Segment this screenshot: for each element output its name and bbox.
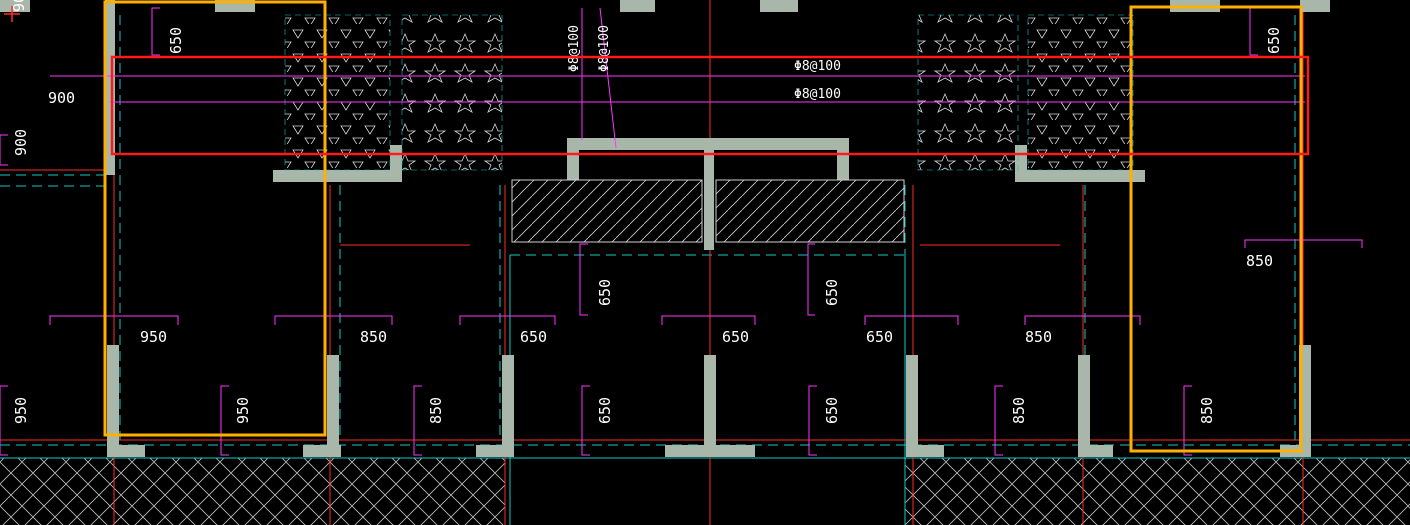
highlight-overlays[interactable] (103, 0, 1310, 453)
dimension-brackets (0, 7, 1363, 456)
dim-900-horizontal: 900 (48, 89, 75, 107)
dim-mid-850: 850 (360, 328, 387, 346)
dim-mid-650-b: 650 (722, 328, 749, 346)
dim-mid-v-650-b: 650 (823, 279, 841, 306)
rebar-label-horizontal-2: Φ8@100 (794, 87, 841, 102)
dim-top-left-90: 90 (10, 0, 28, 12)
dim-900-vertical: 900 (12, 129, 30, 156)
dim-right-850: 850 (1246, 252, 1273, 270)
dimension-labels: 90 900 900 650 650 950 850 650 650 650 8… (10, 0, 1283, 424)
dim-bottom-650-a: 650 (596, 397, 614, 424)
crosshair-icon (4, 6, 20, 22)
dim-bottom-950-a: 950 (12, 397, 30, 424)
rebar-label-horizontal-1: Φ8@100 (794, 59, 841, 74)
dim-mid-650-c: 650 (866, 328, 893, 346)
dim-650-top-left: 650 (167, 27, 185, 54)
dim-mid-v-650-a: 650 (596, 279, 614, 306)
stair-hatch (511, 179, 905, 243)
highlight-band-red (110, 55, 1310, 156)
highlight-box-left (103, 0, 327, 437)
pattern-blocks (284, 14, 1134, 171)
dim-bottom-950-b: 950 (234, 397, 252, 424)
rebar-lines (50, 7, 1305, 149)
highlight-box-right (1129, 5, 1303, 453)
dim-bottom-850-a: 850 (427, 397, 445, 424)
dim-bottom-850-c: 850 (1198, 397, 1216, 424)
dim-mid-850-b: 850 (1025, 328, 1052, 346)
rebar-label-vertical-2: Φ8@100 (597, 25, 612, 72)
rebar-labels: Φ8@100 Φ8@100 Φ8@100 Φ8@100 (567, 25, 841, 102)
dim-mid-650-a: 650 (520, 328, 547, 346)
rebar-label-vertical-1: Φ8@100 (567, 25, 582, 72)
dim-bottom-850-b: 850 (1010, 397, 1028, 424)
dim-mid-950: 950 (140, 328, 167, 346)
dim-650-top-right: 650 (1265, 27, 1283, 54)
foundation-hatch (0, 457, 1410, 525)
dim-bottom-650-b: 650 (823, 397, 841, 424)
